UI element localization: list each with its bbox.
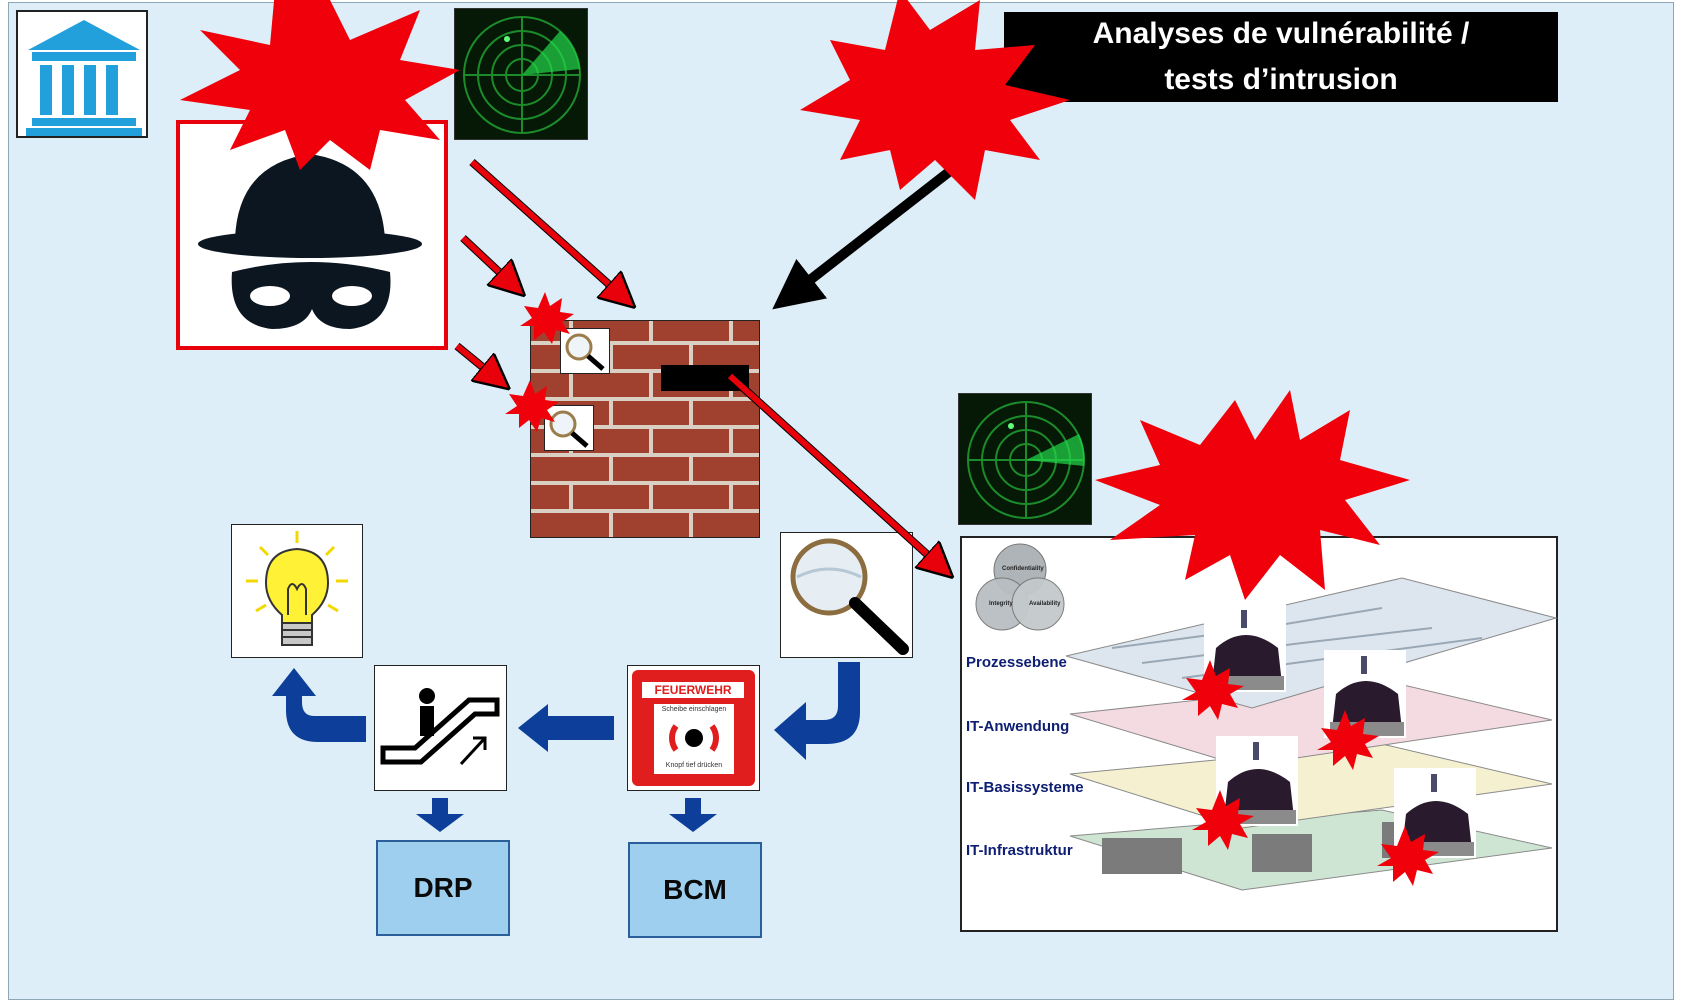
it-layers-panel: Confidentiality Integrity Availability P… [960, 536, 1558, 932]
attack-arrow [460, 235, 512, 284]
layer-label-process: Prozessebene [966, 654, 1067, 671]
radar-icon [958, 393, 1092, 525]
cia-availability: Availability [1029, 601, 1061, 607]
attack-arrow [727, 373, 940, 566]
fire-alarm-line-1: Scheibe einschlagen [661, 706, 727, 713]
explosion-icon [505, 380, 559, 432]
explosion-icon [180, 0, 460, 170]
spy-icon [176, 120, 448, 350]
banner-line-1: Analyses de vulnérabilité / [1092, 17, 1470, 50]
attack-arrow [455, 343, 496, 378]
explosion-icon [1095, 390, 1410, 600]
fire-alarm-line-2: Knopf tief drücken [665, 762, 723, 769]
bcm-box: BCM [628, 842, 762, 938]
layer-label-application: IT-Anwendung [966, 718, 1070, 735]
crown-icon [1324, 650, 1406, 738]
explosion-icon [1377, 826, 1439, 886]
radar-icon [454, 8, 588, 140]
fire-alarm-icon: FEUERWEHR Scheibe einschlagen Knopf tief… [627, 665, 760, 791]
explosion-icon [520, 292, 574, 344]
magnifier-icon [560, 328, 610, 374]
attack-arrow [470, 159, 622, 296]
banner-line-2: tests d’intrusion [1164, 63, 1398, 96]
flow-arrow [272, 662, 860, 832]
cia-confidentiality: Confidentiality [1002, 566, 1044, 572]
fire-alarm-title: FEUERWEHR [642, 682, 744, 698]
explosion-icon [1317, 710, 1379, 770]
drp-box: DRP [376, 840, 510, 936]
layer-label-infrastructure: IT-Infrastruktur [966, 842, 1073, 859]
magnifier-icon [544, 405, 594, 451]
lightbulb-icon [231, 524, 363, 658]
institution-icon [16, 10, 148, 138]
escalator-icon [374, 665, 507, 791]
cia-integrity: Integrity [989, 601, 1013, 607]
vulnerability-banner: Analyses de vulnérabilité / tests d’intr… [1004, 12, 1558, 102]
explosion-icon [1182, 660, 1244, 720]
layer-label-base-systems: IT-Basissysteme [966, 779, 1084, 796]
explosion-icon [800, 0, 1070, 200]
magnifier-icon [780, 532, 913, 658]
explosion-icon [1192, 790, 1254, 850]
